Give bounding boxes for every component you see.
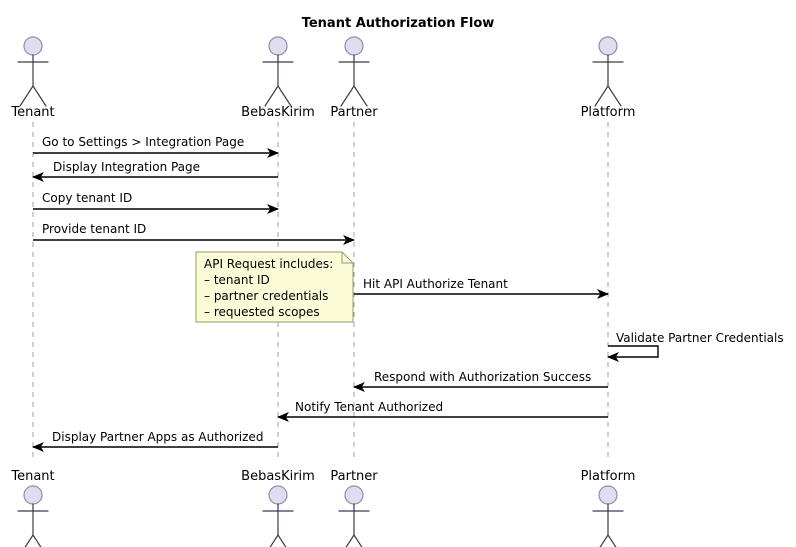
note-line: – partner credentials	[204, 289, 328, 303]
actor-leg-right	[607, 534, 617, 547]
actor-platform-bottom[interactable]: Platform	[581, 469, 636, 547]
notes-group: API Request includes: – tenant ID – partne…	[195, 251, 354, 323]
page-title: Tenant Authorization Flow	[302, 16, 495, 31]
self-message-arrow	[607, 345, 659, 362]
actor-leg-left	[19, 85, 34, 107]
note-n1: API Request includes: – tenant ID – partne…	[195, 251, 354, 323]
actor-head-icon	[23, 485, 43, 505]
actor-leg-left	[264, 85, 279, 107]
actor-partner-bottom[interactable]: Partner	[330, 469, 378, 547]
note-body	[195, 251, 354, 323]
message-m5[interactable]: Hit API Authorize Tenant	[354, 277, 609, 299]
actor-label-bebaskirim: BebasKirim	[241, 469, 315, 484]
message-label: Copy tenant ID	[42, 191, 132, 205]
message-label: Respond with Authorization Success	[374, 370, 591, 384]
actor-label-partner: Partner	[330, 469, 378, 484]
message-label: Provide tenant ID	[42, 222, 146, 236]
actors-footer-group: Tenant BebasKirim Partner Platform	[10, 469, 635, 547]
actor-leg-right	[32, 534, 42, 547]
actor-head-icon	[268, 485, 288, 505]
actor-leg-left	[340, 85, 355, 107]
self-message-label: Validate Partner Credentials	[616, 331, 784, 345]
actor-leg-right	[32, 85, 47, 107]
message-m1[interactable]: Go to Settings > Integration Page	[33, 135, 279, 158]
actor-head-icon	[598, 485, 618, 505]
actor-leg-right	[353, 534, 363, 547]
actor-leg-left	[24, 534, 34, 547]
messages-group: Go to Settings > Integration PageDisplay…	[32, 135, 609, 452]
actor-head-icon	[23, 36, 43, 56]
note-fold-corner	[341, 252, 353, 264]
self-messages-group: Validate Partner Credentials	[607, 331, 784, 362]
lifelines-group	[32, 122, 609, 460]
message-label: Display Integration Page	[53, 160, 200, 174]
message-m4[interactable]: Provide tenant ID	[33, 222, 355, 245]
note-line: API Request includes:	[204, 257, 333, 271]
actor-label-platform: Platform	[581, 105, 636, 120]
message-label: Go to Settings > Integration Page	[42, 135, 244, 149]
actor-tenant-bottom[interactable]: Tenant	[10, 469, 55, 547]
actor-partner-top[interactable]: Partner	[330, 36, 378, 120]
actor-tenant-top[interactable]: Tenant	[10, 36, 55, 120]
message-label: Hit API Authorize Tenant	[363, 277, 508, 291]
actor-head-icon	[268, 36, 288, 56]
actor-leg-left	[594, 85, 609, 107]
message-m6[interactable]: Respond with Authorization Success	[353, 370, 608, 392]
message-m7[interactable]: Notify Tenant Authorized	[277, 400, 608, 422]
actor-head-icon	[344, 485, 364, 505]
actor-label-bebaskirim: BebasKirim	[241, 105, 315, 120]
actor-platform-top[interactable]: Platform	[581, 36, 636, 120]
actor-head-icon	[344, 36, 364, 56]
actor-bebaskirim-bottom[interactable]: BebasKirim	[241, 469, 315, 547]
message-label: Display Partner Apps as Authorized	[52, 430, 263, 444]
actor-label-platform: Platform	[581, 469, 636, 484]
actor-leg-right	[277, 534, 287, 547]
message-label: Notify Tenant Authorized	[295, 400, 443, 414]
actor-bebaskirim-top[interactable]: BebasKirim	[241, 36, 315, 120]
self-message-s1[interactable]: Validate Partner Credentials	[607, 331, 784, 362]
actor-head-icon	[598, 36, 618, 56]
actor-label-tenant: Tenant	[10, 469, 54, 484]
actor-leg-right	[607, 85, 622, 107]
actor-leg-right	[277, 85, 292, 107]
actors-header-group: Tenant BebasKirim Partner Platform	[10, 36, 636, 120]
message-m8[interactable]: Display Partner Apps as Authorized	[32, 430, 278, 452]
actor-leg-left	[345, 534, 355, 547]
message-m3[interactable]: Copy tenant ID	[33, 191, 279, 214]
actor-label-tenant: Tenant	[10, 105, 54, 120]
actor-label-partner: Partner	[330, 105, 378, 120]
actor-leg-left	[599, 534, 609, 547]
note-line: – tenant ID	[204, 273, 270, 287]
note-line: – requested scopes	[204, 305, 320, 319]
actor-leg-right	[353, 85, 368, 107]
actor-leg-left	[269, 534, 279, 547]
message-m2[interactable]: Display Integration Page	[32, 160, 278, 182]
